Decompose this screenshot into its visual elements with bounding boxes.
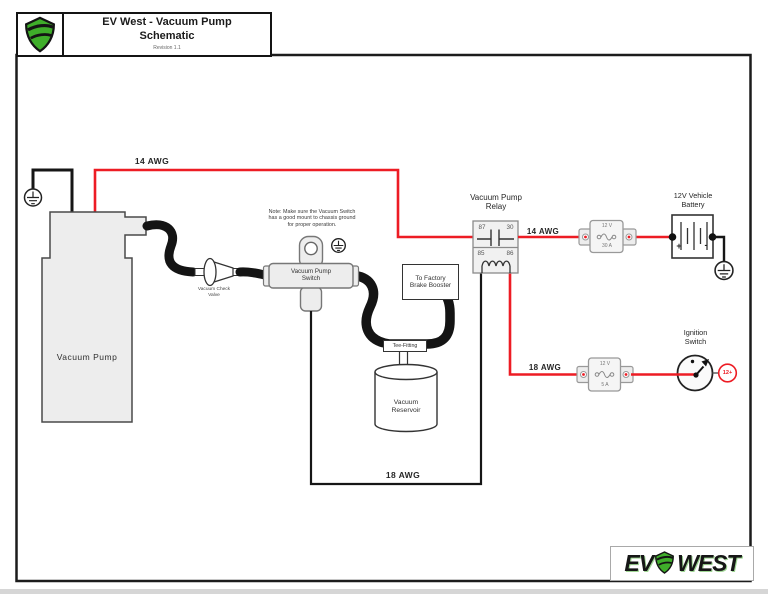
vacuum-pump-switch-label: Vacuum Pump Switch: [290, 268, 332, 283]
evwest-shield-icon: [18, 14, 64, 55]
wire-label-18awg-bottom: 18 AWG: [385, 470, 421, 480]
wire-label-14awg-relay: 14 AWG: [526, 227, 560, 236]
vacuum-pump-switch-body: [262, 235, 360, 312]
fuse-element-icon: [598, 371, 611, 378]
relay-terminal-85: 85: [477, 249, 485, 257]
chassis-ground-icon: [331, 238, 346, 253]
page-edge: [0, 589, 768, 594]
vacuum-pump-label: Vacuum Pump: [56, 352, 118, 362]
fuse-element-icon: [600, 233, 613, 241]
power-12v-badge: [717, 363, 738, 383]
battery-ground-icon: [714, 260, 734, 281]
battery-negative-sign: -: [704, 239, 708, 250]
hose-pump-to-checkvalve: [142, 220, 198, 277]
tee-fitting-label: Tee-Fitting: [383, 340, 427, 352]
footer-shield-icon: [655, 550, 675, 574]
power-12v-label: 12+: [722, 370, 733, 376]
wire-14awg-pump-to-relay: [93, 168, 474, 239]
battery-label: 12V Vehicle Battery: [673, 191, 713, 209]
switch-lever-icon: [701, 359, 709, 367]
relay-terminal-87: 87: [478, 223, 486, 231]
schematic-title-line2: Schematic: [139, 29, 195, 42]
title-block: EV West - Vacuum Pump Schematic Revision…: [16, 12, 272, 57]
wire-label-18awg-fuse: 18 AWG: [528, 363, 562, 372]
wire-battery-ground: [712, 235, 726, 261]
brake-booster-box: To Factory Brake Booster: [402, 264, 459, 300]
fuse-30a-amperage: 30 A: [601, 243, 612, 249]
ignition-switch-contacts: [690, 359, 709, 378]
wire-pump-ground: [31, 168, 74, 212]
relay-terminal-86: 86: [506, 249, 514, 257]
relay-title: Vacuum Pump Relay: [470, 193, 522, 212]
check-valve-label: Vacuum Check Valve: [197, 287, 231, 298]
vacuum-reservoir-label: Vacuum Reservoir: [391, 399, 421, 415]
fuse-30a-voltage: 12 V: [601, 223, 613, 229]
revision-label: Revision 1.1: [153, 44, 181, 51]
evwest-footer-logo: EV WEST: [610, 546, 754, 581]
battery-positive-sign: +: [676, 241, 682, 251]
vacuum-pump-relay-body: [472, 220, 519, 274]
battery-cells-icon: [680, 222, 708, 250]
ground-icon: [23, 188, 43, 207]
vacuum-check-valve: [194, 257, 241, 287]
ignition-switch-label: Ignition Switch: [683, 328, 708, 346]
footer-logo-ev: EV: [624, 550, 654, 576]
fuse-5a-voltage: 12 V: [599, 361, 611, 367]
drawing-frame: [15, 53, 752, 583]
fuse-5a-amperage: 5 A: [601, 382, 609, 388]
relay-coil-icon: [481, 260, 511, 273]
relay-terminal-30: 30: [506, 223, 514, 231]
relay-contact-icon: [477, 229, 514, 246]
switch-mount-note: Note: Make sure the Vacuum Switch has a …: [268, 209, 356, 228]
wire-18awg-switch-to-relay: [309, 273, 483, 486]
vacuum-pump-body: [41, 211, 147, 423]
battery-positive-terminal: [668, 233, 677, 241]
footer-logo-west: WEST: [677, 550, 740, 576]
wire-18awg-relay-to-fuse: [508, 273, 578, 376]
vacuum-reservoir-body: [374, 363, 438, 433]
wire-label-14awg-main: 14 AWG: [134, 156, 170, 166]
fuse-30a-body: [578, 219, 637, 254]
fuse-5a-body: [576, 357, 634, 392]
schematic-title-line1: EV West - Vacuum Pump: [102, 16, 232, 28]
